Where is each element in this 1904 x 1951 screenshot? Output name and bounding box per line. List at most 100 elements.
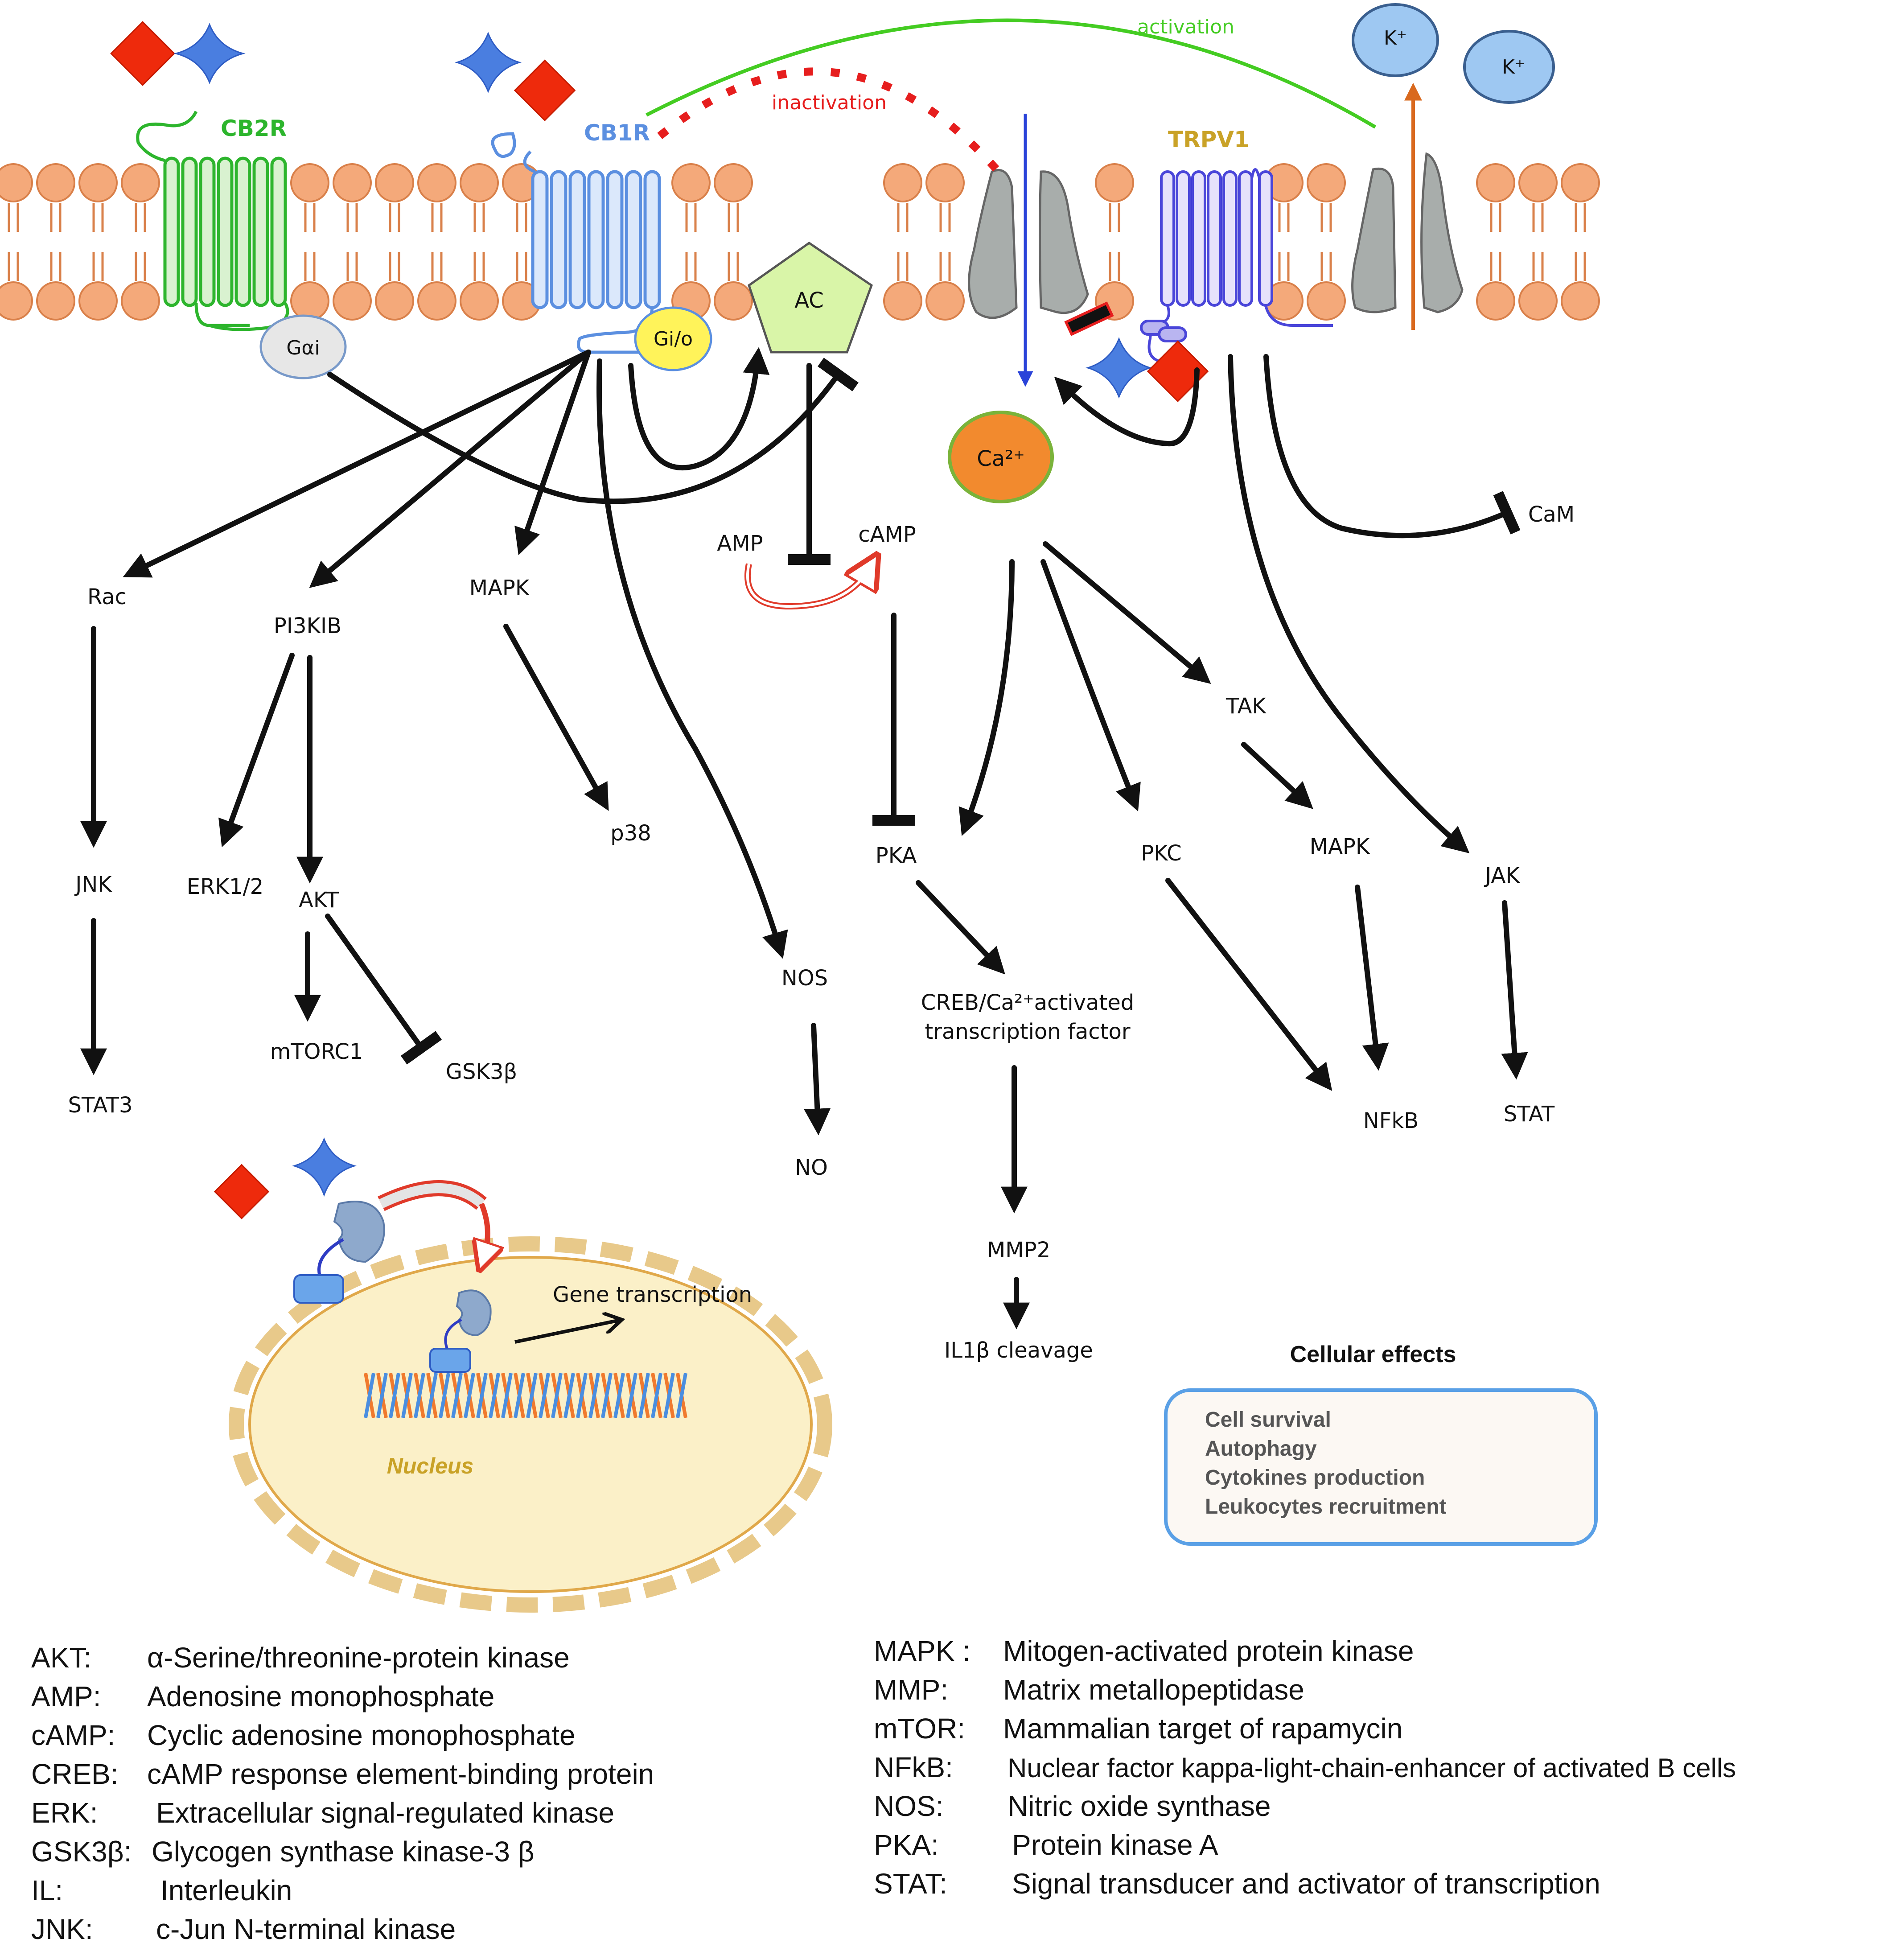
node-akt: AKT (299, 888, 339, 913)
lipid-head (883, 281, 922, 321)
lipid-head (36, 163, 75, 202)
nuclear-receptor-outer (293, 1201, 385, 1304)
glossary-def: Signal transducer and activator of trans… (1012, 1868, 1600, 1900)
glossary-abbr: MMP: (874, 1674, 948, 1706)
inactivation-label: inactivation (772, 91, 887, 114)
node-cam: CaM (1528, 502, 1575, 527)
cellular-effects-title: Cellular effects (1290, 1342, 1456, 1367)
ligand-pair-cb2r (110, 21, 246, 86)
glossary-def: Nuclear factor kappa-light-chain-enhance… (1008, 1753, 1736, 1783)
dna-strand (414, 1373, 425, 1418)
node-amp: AMP (717, 531, 763, 556)
node-mapk-2: MAPK (1310, 834, 1370, 859)
pathway-arrows (80, 347, 1528, 1329)
effect-item: Cell survival (1205, 1408, 1331, 1432)
dna-strand (563, 1373, 575, 1418)
potassium-ion-2: K⁺ (1463, 30, 1555, 104)
dna-strand (476, 1373, 488, 1418)
svg-text:AC: AC (794, 288, 824, 313)
node-mmp2: MMP2 (987, 1238, 1050, 1263)
svg-text:Gi/o: Gi/o (654, 328, 693, 350)
glossary-right: MAPK : Mitogen-activated protein kinase … (874, 1635, 1736, 1900)
glossary-def: Matrix metallopeptidase (1003, 1674, 1304, 1706)
lipid-head (0, 281, 33, 321)
effect-item: Autophagy (1205, 1437, 1317, 1461)
translocation-arrow (481, 1202, 488, 1257)
trpv1-label: TRPV1 (1168, 127, 1250, 152)
dna-strand (676, 1373, 687, 1418)
glossary-abbr: STAT: (874, 1868, 947, 1900)
lipid-head (121, 163, 160, 202)
glossary-abbr: GSK3β: (31, 1836, 132, 1868)
cb2r-receptor (136, 111, 289, 331)
lipid-head (121, 281, 160, 321)
glossary-def: Nitric oxide synthase (1008, 1790, 1271, 1822)
glossary-def: Glycogen synthase kinase-3 β (152, 1836, 535, 1868)
lipid-head (1476, 163, 1515, 202)
svg-text:K⁺: K⁺ (1502, 56, 1525, 78)
lipid-head (1518, 163, 1558, 202)
cellular-effects-box (1164, 1388, 1598, 1546)
node-pi3k: PI3KIB (274, 613, 341, 638)
gene-transcription-label: Gene transcription (553, 1282, 752, 1307)
dna-strand (613, 1373, 625, 1418)
lipid-head (1307, 163, 1346, 202)
dna-strand (588, 1373, 600, 1418)
lipid-head (714, 163, 753, 202)
dna-helix (364, 1373, 687, 1418)
lipid-head (883, 163, 922, 202)
lipid-head (417, 281, 456, 321)
dna-strand (389, 1373, 400, 1418)
lipid-head (290, 281, 329, 321)
nucleus-label: Nucleus (387, 1453, 474, 1478)
glossary-abbr: CREB: (31, 1758, 119, 1790)
glossary-def: Cyclic adenosine monophosphate (147, 1719, 576, 1751)
node-jak: JAK (1484, 863, 1520, 888)
activation-label: activation (1137, 16, 1234, 38)
dna-strand (401, 1373, 413, 1418)
lipid-head (1561, 163, 1600, 202)
dna-strand (376, 1373, 388, 1418)
dna-strand (651, 1373, 662, 1418)
dna-strand (638, 1373, 650, 1418)
cb1r-receptor (491, 132, 661, 354)
node-erk: ERK1/2 (187, 874, 263, 899)
glossary-def: Adenosine monophosphate (147, 1680, 494, 1712)
lipid-head (78, 281, 118, 321)
node-il1b: IL1β cleavage (944, 1338, 1093, 1363)
nucleus (229, 1236, 832, 1613)
amp-to-camp-arrow (744, 564, 869, 610)
glossary-def: c-Jun N-terminal kinase (156, 1913, 456, 1945)
dna-strand (576, 1373, 588, 1418)
dna-strand (426, 1373, 438, 1418)
dna-strand (451, 1373, 463, 1418)
channel-link (1064, 301, 1114, 336)
glossary-abbr: JNK: (31, 1913, 93, 1945)
dna-strand (501, 1373, 513, 1418)
inactivation-curve (657, 67, 1002, 174)
node-pkc: PKC (1141, 841, 1181, 866)
lipid-head (78, 163, 118, 202)
node-rac: Rac (87, 584, 127, 609)
activation-curve (646, 18, 1377, 129)
ion-channel-right (1351, 152, 1464, 313)
glossary-abbr: AKT: (31, 1642, 91, 1674)
glossary-abbr: ERK: (31, 1797, 98, 1829)
svg-text:Ca²⁺: Ca²⁺ (977, 446, 1025, 471)
trpv1-receptor (1140, 168, 1333, 362)
glossary-abbr: cAMP: (31, 1719, 115, 1751)
node-tak: TAK (1225, 694, 1267, 719)
glossary-abbr: AMP: (31, 1680, 101, 1712)
lipid-head (925, 281, 965, 321)
dna-strand (551, 1373, 563, 1418)
glossary-abbr: PKA: (874, 1829, 939, 1861)
cb2r-label: CB2R (221, 115, 287, 141)
glossary-def: Protein kinase A (1012, 1829, 1218, 1861)
lipid-head (333, 163, 372, 202)
lipid-head (290, 163, 329, 202)
glossary-def: cAMP response element-binding protein (147, 1758, 654, 1790)
svg-text:K⁺: K⁺ (1384, 27, 1407, 49)
gi-o-protein: Gi/o (634, 306, 712, 371)
potassium-ion-1: K⁺ (1352, 3, 1439, 77)
